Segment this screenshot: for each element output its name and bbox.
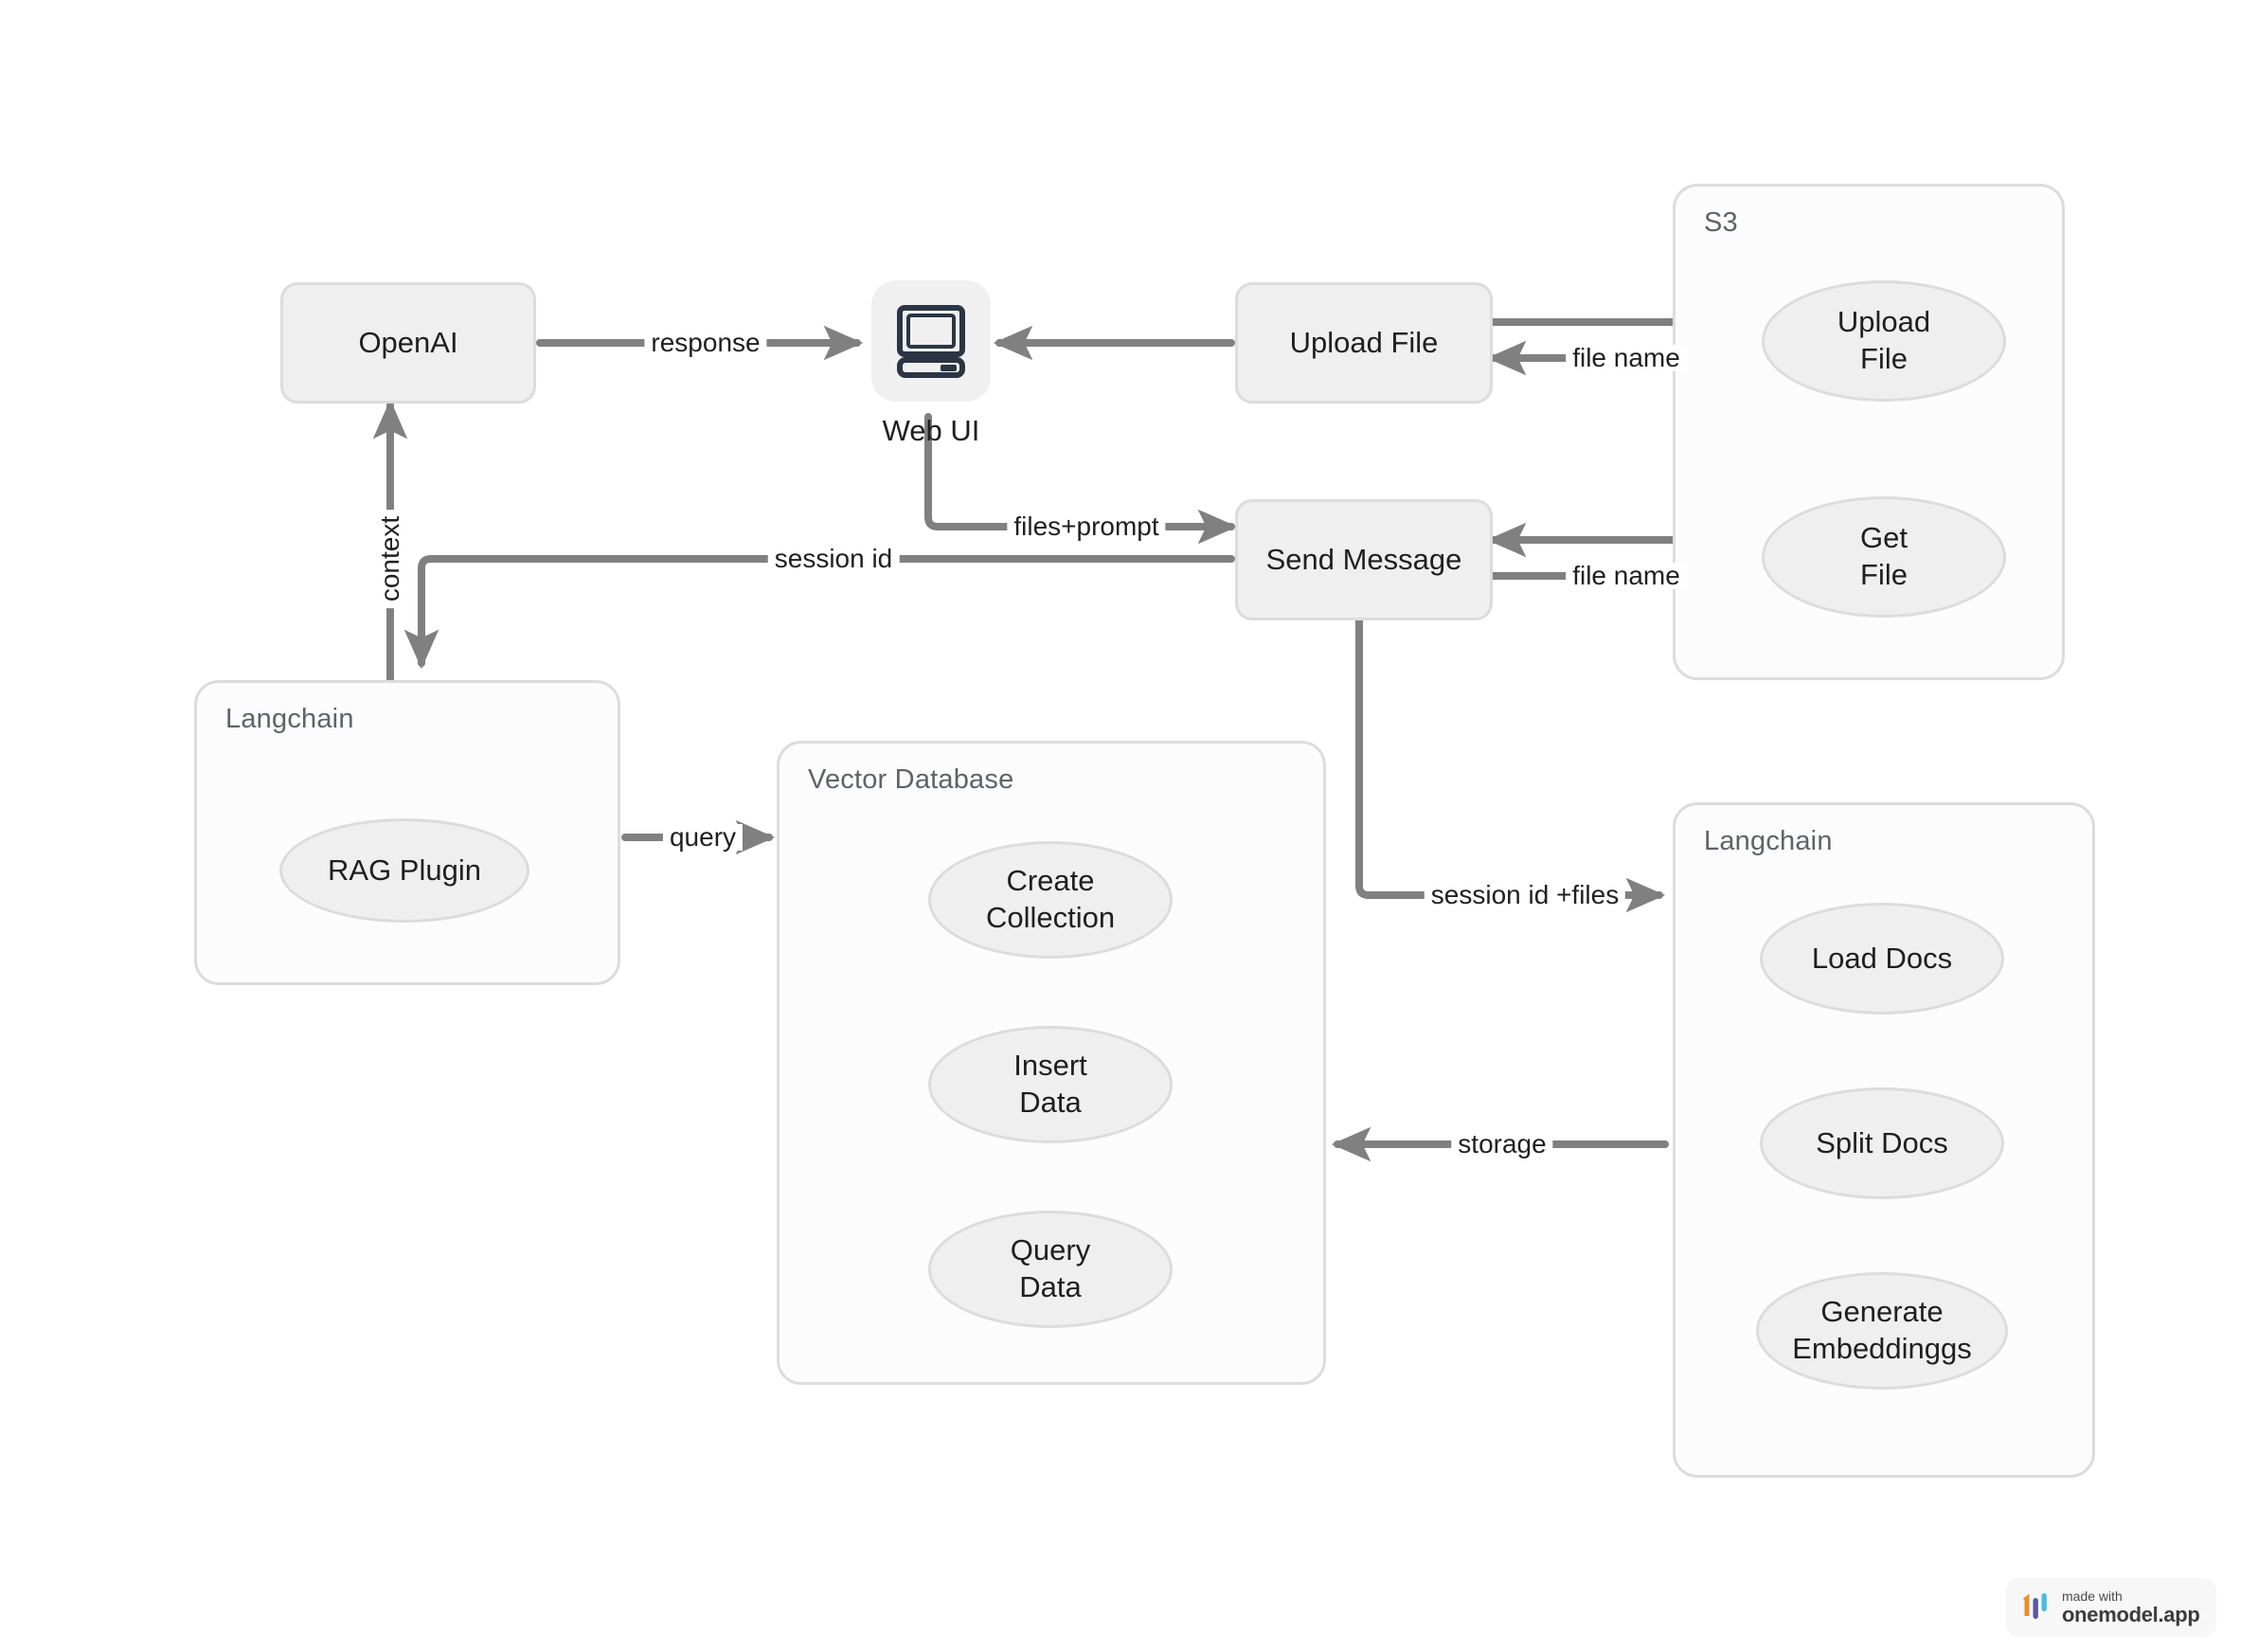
node-web-ui-caption: Web UI — [882, 414, 980, 447]
group-title-langchain-right: Langchain — [1704, 826, 1833, 856]
watermark-onemodel[interactable]: made with onemodel.app — [2006, 1578, 2216, 1637]
edge-label-context: context — [375, 509, 404, 609]
node-insert-data[interactable]: Insert Data — [928, 1026, 1173, 1143]
node-send-message[interactable]: Send Message — [1235, 499, 1493, 620]
node-web-ui[interactable] — [871, 280, 991, 402]
edge-label-session-id: session id — [767, 546, 900, 572]
edge-label-storage: storage — [1451, 1131, 1553, 1158]
node-s3-upload-file[interactable]: Upload File — [1762, 280, 2006, 402]
group-title-s3: S3 — [1704, 207, 1738, 238]
group-title-langchain-left: Langchain — [225, 704, 354, 734]
edge-label-response: response — [644, 330, 767, 356]
node-openai[interactable]: OpenAI — [280, 282, 536, 404]
node-generate-embeddings[interactable]: Generate Embeddinggs — [1756, 1272, 2008, 1390]
edge-label-session-id-files: session id +files — [1424, 882, 1626, 908]
watermark-text: made with onemodel.app — [2062, 1589, 2200, 1626]
node-upload-file-action[interactable]: Upload File — [1235, 282, 1493, 404]
node-split-docs[interactable]: Split Docs — [1760, 1087, 2004, 1199]
watermark-brand: onemodel.app — [2062, 1602, 2200, 1626]
node-load-docs[interactable]: Load Docs — [1760, 903, 2004, 1015]
edge-label-file-name-get: file name — [1566, 563, 1687, 589]
edge-label-query: query — [662, 824, 744, 851]
group-title-vector-database: Vector Database — [808, 764, 1014, 795]
node-query-data[interactable]: Query Data — [928, 1211, 1173, 1328]
onemodel-bars-logo-icon — [2019, 1589, 2052, 1626]
watermark-made-with: made with — [2062, 1588, 2123, 1604]
node-rag-plugin[interactable]: RAG Plugin — [279, 818, 529, 923]
edge-label-file-name-upload: file name — [1566, 345, 1687, 371]
node-s3-get-file[interactable]: Get File — [1762, 496, 2006, 618]
desktop-computer-icon — [895, 303, 967, 379]
node-create-collection[interactable]: Create Collection — [928, 841, 1173, 959]
edge-label-files-prompt: files+prompt — [1007, 513, 1166, 540]
